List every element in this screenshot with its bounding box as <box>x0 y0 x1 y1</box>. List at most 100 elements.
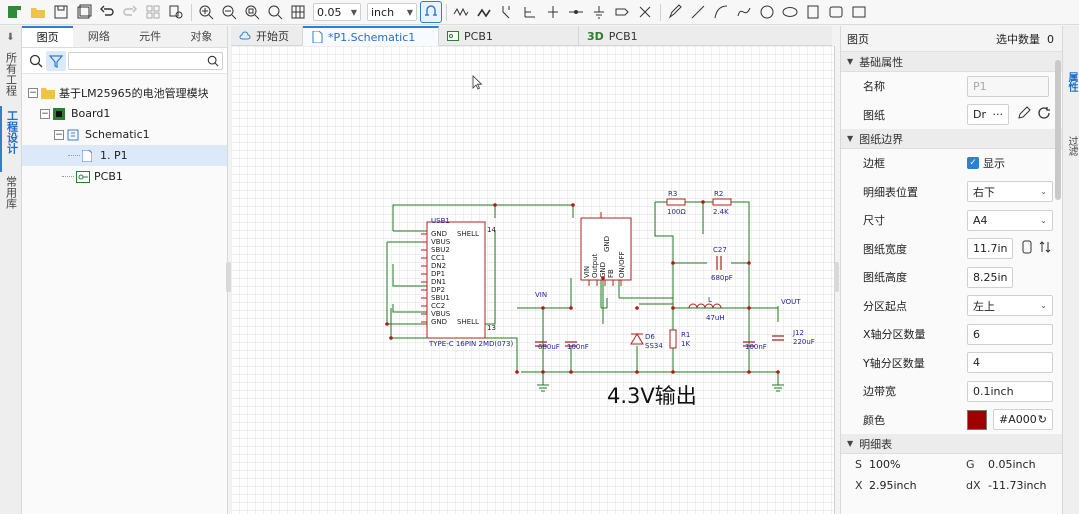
border-checkbox[interactable]: ✓ <box>967 157 979 170</box>
line-tool-icon[interactable] <box>687 1 709 23</box>
junction-dots <box>385 200 780 374</box>
doc-tab-start[interactable]: 开始页 <box>231 26 303 46</box>
tree-search-input[interactable] <box>68 51 223 70</box>
search-icon[interactable] <box>26 51 46 71</box>
bus-entry-icon[interactable] <box>496 1 518 23</box>
collapse-icon[interactable]: − <box>54 129 64 140</box>
row-width: 图纸宽度 11.7in <box>841 235 1062 264</box>
bandwidth-input[interactable]: 0.1inch <box>967 380 1053 402</box>
collapse-triangle-icon: ▼ <box>847 134 854 143</box>
color-swatch[interactable] <box>967 409 987 430</box>
bus-tool-icon[interactable] <box>473 1 495 23</box>
no-connect-icon[interactable] <box>634 1 656 23</box>
table-grid-icon[interactable] <box>287 1 309 23</box>
zoom-out-icon[interactable] <box>218 1 240 23</box>
usb-pin-label: DN1 <box>431 278 446 286</box>
power-port-icon[interactable] <box>611 1 633 23</box>
title-position-select[interactable]: 右下⌄ <box>967 181 1053 203</box>
filter-icon[interactable] <box>46 50 66 71</box>
open-folder-icon[interactable] <box>27 1 49 23</box>
edit-icon[interactable] <box>1017 106 1031 123</box>
ground-icon[interactable] <box>588 1 610 23</box>
width-input[interactable]: 11.7in <box>967 238 1013 260</box>
regulator-pin-label: GND <box>603 236 611 252</box>
zone-origin-select[interactable]: 左上⌄ <box>967 295 1053 317</box>
refresh-icon[interactable] <box>1037 106 1051 123</box>
y-zones-input[interactable]: 4 <box>967 352 1053 374</box>
ellipse-tool-icon[interactable] <box>779 1 801 23</box>
zoom-in-icon[interactable] <box>195 1 217 23</box>
tree-node-pcb[interactable]: PCB1 <box>22 166 227 187</box>
x-zones-input[interactable]: 6 <box>967 323 1053 345</box>
section-sheet-border[interactable]: ▼图纸边界 <box>841 129 1062 149</box>
more-tools-icon[interactable] <box>848 1 870 23</box>
tree-node-schematic[interactable]: − Schematic1 <box>54 128 150 141</box>
schematic-canvas[interactable]: USB1 GND VBUS SBU2 CC1 DN2 DP1 DN1 DP2 S… <box>231 46 835 514</box>
schematic-drawing: USB1 GND VBUS SBU2 CC1 DN2 DP1 DN1 DP2 S… <box>385 75 815 408</box>
snap-toggle-icon[interactable] <box>420 1 442 23</box>
bezier-tool-icon[interactable] <box>733 1 755 23</box>
sheet-select[interactable]: Dr··· <box>967 104 1009 126</box>
section-basic-attrs[interactable]: ▼基础属性 <box>841 52 1062 72</box>
unit-select[interactable]: inch▼ <box>367 3 417 21</box>
output-voltage-annotation: 4.3V输出 <box>607 384 697 408</box>
collapse-icon[interactable]: − <box>28 87 38 98</box>
doc-tab-pcb-3d[interactable]: 3D PCB1 <box>587 29 638 43</box>
r2-designator: R2 <box>714 190 723 198</box>
properties-scrollbar[interactable] <box>1055 60 1061 200</box>
grid-size-select[interactable]: 0.05▼ <box>313 3 361 21</box>
save-all-icon[interactable] <box>73 1 95 23</box>
usb-pin-label: DN2 <box>431 262 446 270</box>
undo-icon[interactable] <box>96 1 118 23</box>
app-menu-icon[interactable] <box>4 1 26 23</box>
wire-tool-icon[interactable] <box>450 1 472 23</box>
height-input[interactable]: 8.25in <box>967 266 1013 288</box>
doc-tab-schematic[interactable]: *P1.Schematic1 <box>303 26 439 46</box>
r1-designator: R1 <box>681 331 690 339</box>
vtab-properties[interactable]: 属性 <box>1066 72 1077 92</box>
vtab-filter[interactable]: 过滤 <box>1066 136 1077 156</box>
collapse-icon[interactable]: − <box>40 108 50 119</box>
find-icon[interactable] <box>165 1 187 23</box>
pin-icon[interactable]: ⬇ <box>6 31 15 43</box>
d6-designator: D6 <box>645 333 655 341</box>
regulator-pin-label: FB <box>607 269 615 278</box>
doc-tab-pcb[interactable]: PCB1 <box>439 26 579 46</box>
section-detail-table[interactable]: ▼明细表 <box>841 434 1062 454</box>
usb-pin-label: DP2 <box>431 286 445 294</box>
tab-objects[interactable]: 对象 <box>190 30 213 43</box>
net-label-icon[interactable] <box>519 1 541 23</box>
zoom-fit-icon[interactable] <box>241 1 263 23</box>
zoom-area-icon[interactable] <box>264 1 286 23</box>
usb-pin-label: CC1 <box>431 254 445 262</box>
tab-components[interactable]: 元件 <box>139 30 162 43</box>
swap-icon[interactable] <box>1039 240 1051 257</box>
vtab-all-projects[interactable]: 所有工程 <box>4 52 18 96</box>
rounded-rect-tool-icon[interactable] <box>825 1 847 23</box>
reset-color-icon[interactable]: ↻ <box>1037 413 1047 427</box>
grid-icon[interactable] <box>142 1 164 23</box>
row-zone-origin: 分区起点 左上⌄ <box>841 292 1062 321</box>
tab-pages[interactable]: 图页 <box>22 26 74 47</box>
vtab-project-design[interactable]: 工程设计 <box>0 106 22 172</box>
color-input[interactable]: #A000↻ <box>993 409 1053 431</box>
left-splitter-handle[interactable] <box>226 262 231 292</box>
d6-value: SS34 <box>645 342 663 350</box>
tree-node-page[interactable]: 1. P1 <box>22 145 227 166</box>
rect-tool-icon[interactable] <box>802 1 824 23</box>
tree-node-project[interactable]: − 基于LM25965的电池管理模块 <box>28 86 209 100</box>
junction-icon[interactable] <box>565 1 587 23</box>
vtab-common-library[interactable]: 常用库 <box>4 176 18 209</box>
redo-icon[interactable] <box>119 1 141 23</box>
tab-nets[interactable]: 网络 <box>87 30 110 43</box>
right-splitter-handle[interactable] <box>834 262 839 292</box>
lock-ratio-icon[interactable] <box>1019 239 1035 258</box>
pen-tool-icon[interactable] <box>664 1 686 23</box>
net-port-icon[interactable] <box>542 1 564 23</box>
save-icon[interactable] <box>50 1 72 23</box>
circle-tool-icon[interactable] <box>756 1 778 23</box>
size-select[interactable]: A4⌄ <box>967 209 1053 231</box>
tree-node-board[interactable]: − Board1 <box>40 107 111 120</box>
arc-tool-icon[interactable] <box>710 1 732 23</box>
3d-icon: 3D <box>587 29 604 43</box>
